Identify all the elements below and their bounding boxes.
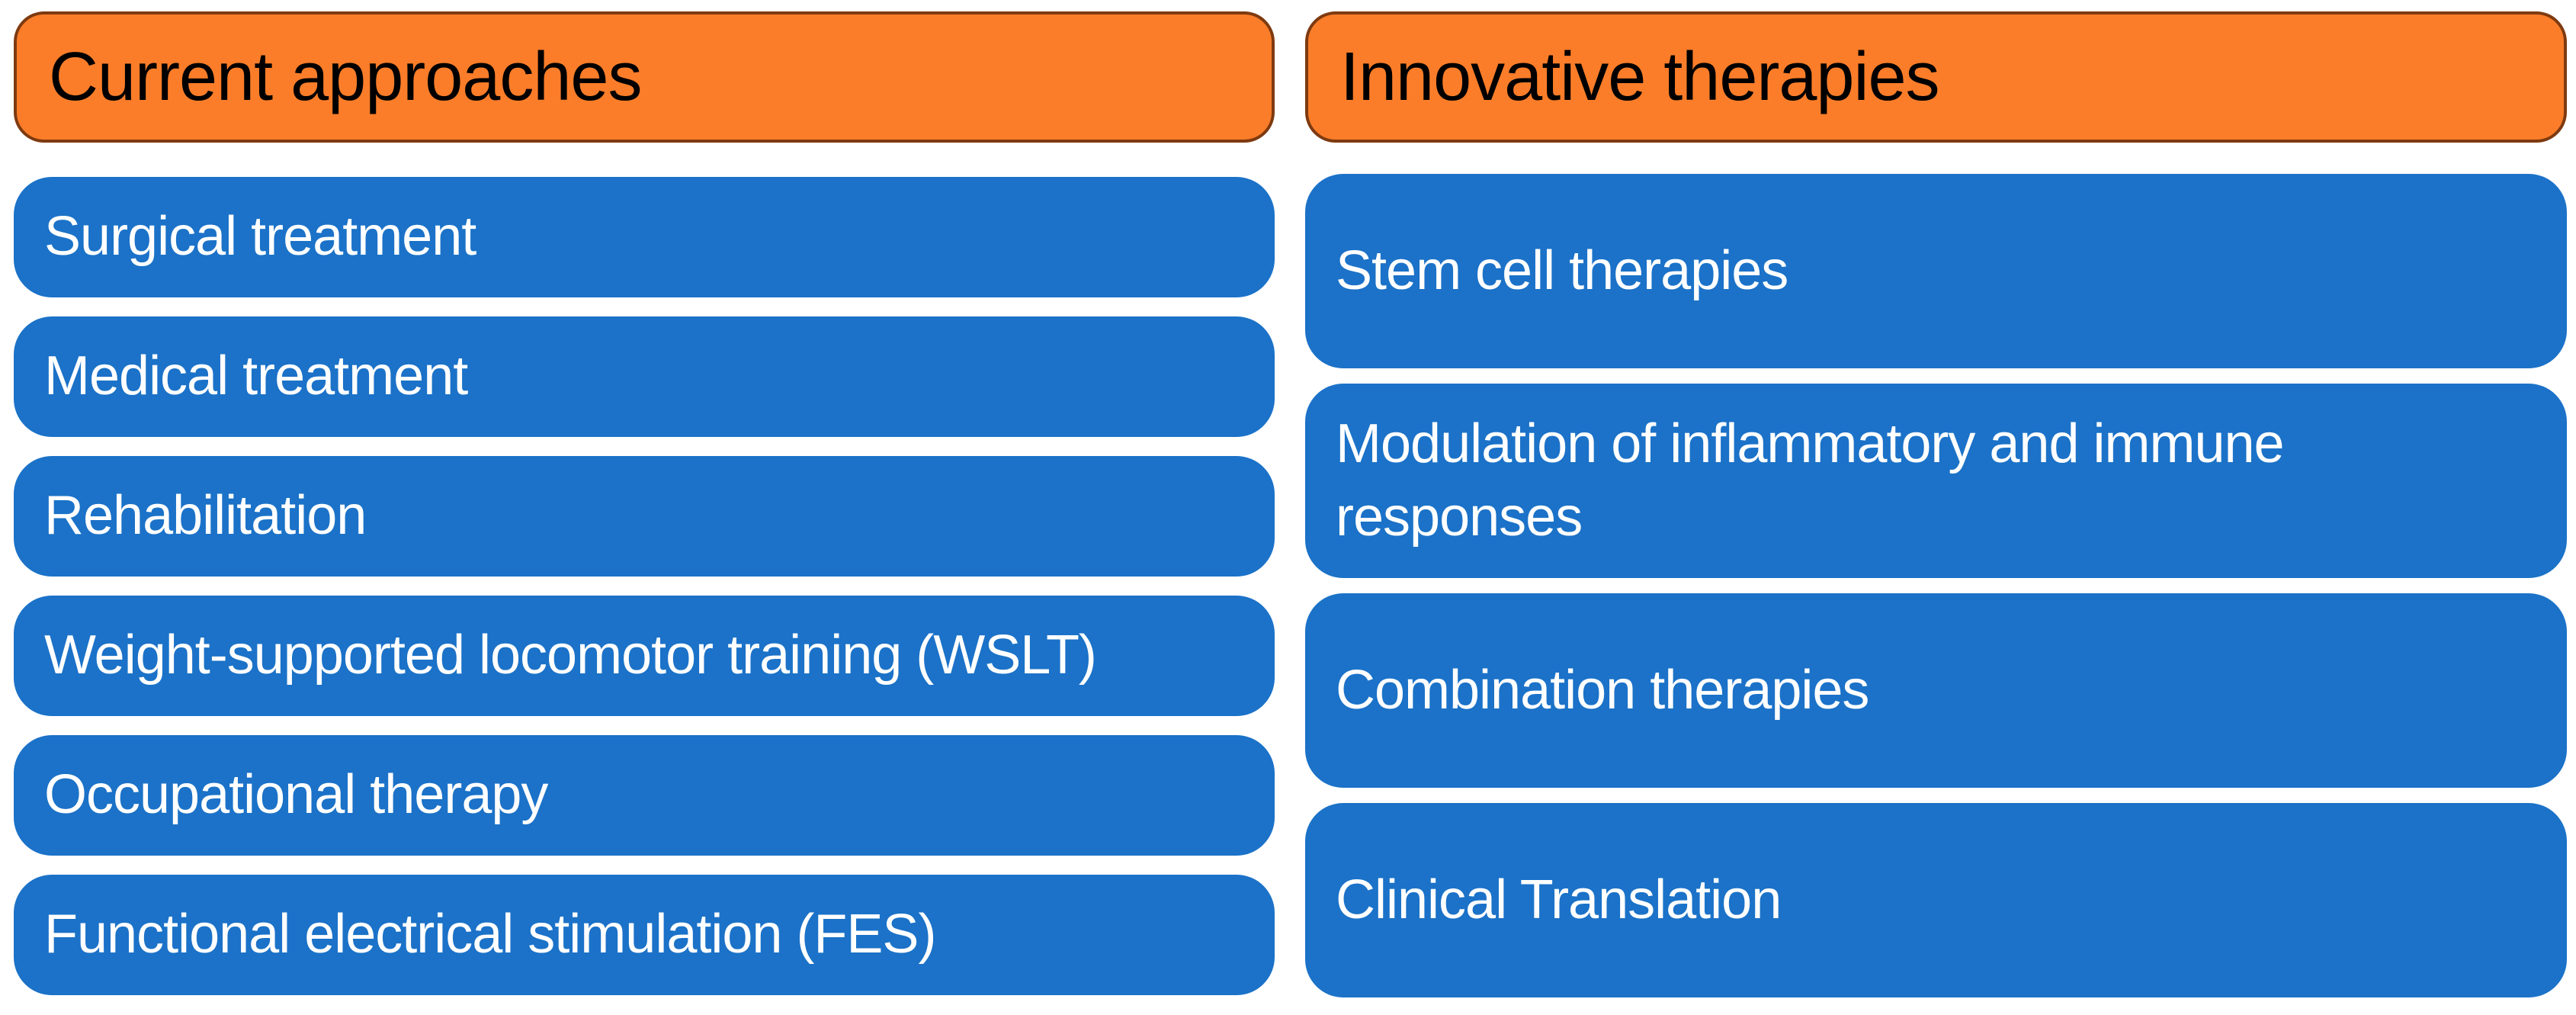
column-innovative-therapies: Innovative therapies Stem cell therapies… <box>1305 0 2567 997</box>
item-box-medical-treatment: Medical treatment <box>14 316 1275 437</box>
item-box-modulation-of-inflammatory-and-immune-re: Modulation of inflammatory and immune re… <box>1305 384 2567 578</box>
column-header-current-approaches: Current approaches <box>14 11 1275 143</box>
item-box-clinical-translation: Clinical Translation <box>1305 803 2567 997</box>
item-box-weight-supported-locomotor-training-wslt: Weight-supported locomotor training (WSL… <box>14 596 1275 716</box>
item-box-rehabilitation: Rehabilitation <box>14 456 1275 577</box>
item-box-stem-cell-therapies: Stem cell therapies <box>1305 174 2567 368</box>
item-box-surgical-treatment: Surgical treatment <box>14 177 1275 297</box>
column-header-innovative-therapies: Innovative therapies <box>1305 11 2567 143</box>
item-box-combination-therapies: Combination therapies <box>1305 593 2567 788</box>
item-box-functional-electrical-stimulation-fes: Functional electrical stimulation (FES) <box>14 875 1275 995</box>
item-box-occupational-therapy: Occupational therapy <box>14 735 1275 856</box>
